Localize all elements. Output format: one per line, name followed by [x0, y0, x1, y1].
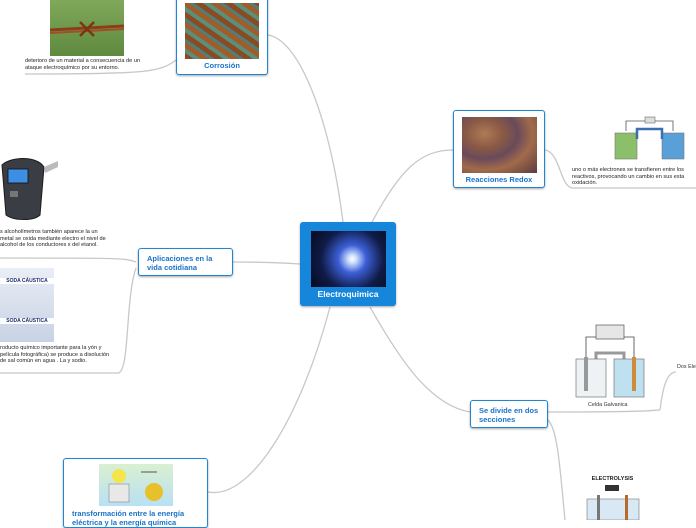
corrosion-image [185, 3, 259, 59]
electrolysis-image: ELECTROLYSIS [575, 473, 650, 520]
soda-label-bottom: SODA CÁUSTICA [0, 318, 54, 324]
caustic-soda-image: SODA CÁUSTICA SODA CÁUSTICA [0, 268, 54, 342]
redox-label: Reacciones Redox [465, 175, 533, 184]
secciones-right-label: Dos Ele [677, 364, 696, 370]
breathalyzer-image [0, 153, 61, 226]
transformacion-label: transformación entre la energía eléctric… [72, 509, 185, 527]
energy-image [99, 464, 173, 506]
link-electrolysis [547, 419, 566, 520]
link-aplicaciones-note2 [117, 267, 137, 374]
link-corrosion [267, 34, 344, 223]
link-aplicaciones [232, 261, 301, 265]
aplicaciones-note2: roducto químico importante para la yón y… [0, 345, 110, 365]
soda-label-top: SODA CÁUSTICA [0, 278, 54, 284]
redox-cell-image [612, 113, 687, 163]
aplicaciones-label: Aplicaciones en la vida cotidiana [147, 254, 213, 272]
corrosion-note: deterioro de un material a consecuencia … [25, 58, 141, 71]
electrolysis-title: ELECTROLYSIS [591, 476, 634, 482]
transformacion-node[interactable]: transformación entre la energía eléctric… [63, 458, 208, 528]
link-redox [371, 149, 454, 223]
link-transformacion [207, 306, 331, 494]
barbed-wire-image [50, 0, 124, 56]
secciones-label: Se divide en dos secciones [479, 406, 539, 424]
aplicaciones-note1: s alcoholímetros también aparece la un m… [0, 229, 106, 249]
link-galvanic [547, 409, 661, 413]
central-title: Electroquimica [317, 289, 379, 299]
link-galvanic-up [659, 371, 677, 411]
secciones-node[interactable]: Se divide en dos secciones [470, 400, 548, 428]
redox-image [462, 117, 537, 173]
link-aplicaciones-note1 [0, 257, 137, 263]
redox-note: uno o más electrones se transfieren entr… [572, 167, 685, 187]
aplicaciones-node[interactable]: Aplicaciones en la vida cotidiana [138, 248, 233, 276]
corrosion-node[interactable]: Corrosión [176, 0, 268, 75]
link-redox-note [544, 149, 573, 189]
galvanic-caption: Celda Galvanica [588, 402, 628, 408]
central-node[interactable]: Electroquimica [300, 222, 396, 306]
corrosion-label: Corrosión [204, 61, 240, 70]
link-secciones [369, 306, 471, 413]
redox-node[interactable]: Reacciones Redox [453, 110, 545, 188]
electricity-image [311, 231, 386, 287]
galvanic-cell-image [574, 323, 646, 401]
